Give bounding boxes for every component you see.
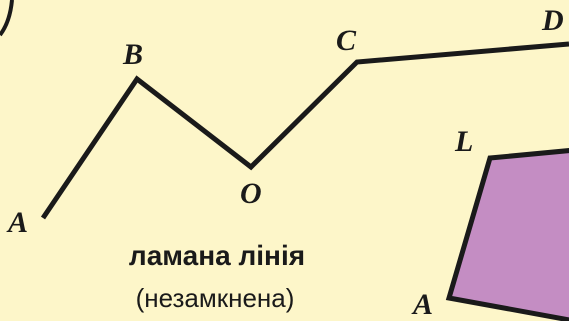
polygon-label-a: A [411, 288, 433, 321]
caption-title: ламана лінія [129, 240, 305, 271]
closed-polygon [445, 148, 569, 321]
caption-subtitle: (незамкнена) [136, 283, 295, 313]
point-label-o: O [240, 177, 262, 210]
corner-arc [0, 0, 14, 37]
point-label-d: D [541, 4, 564, 37]
point-label-b: B [122, 38, 143, 71]
polygon-label-l: L [454, 125, 473, 158]
point-label-a: A [6, 206, 28, 239]
open-polyline [40, 41, 569, 220]
point-label-c: C [336, 24, 357, 57]
